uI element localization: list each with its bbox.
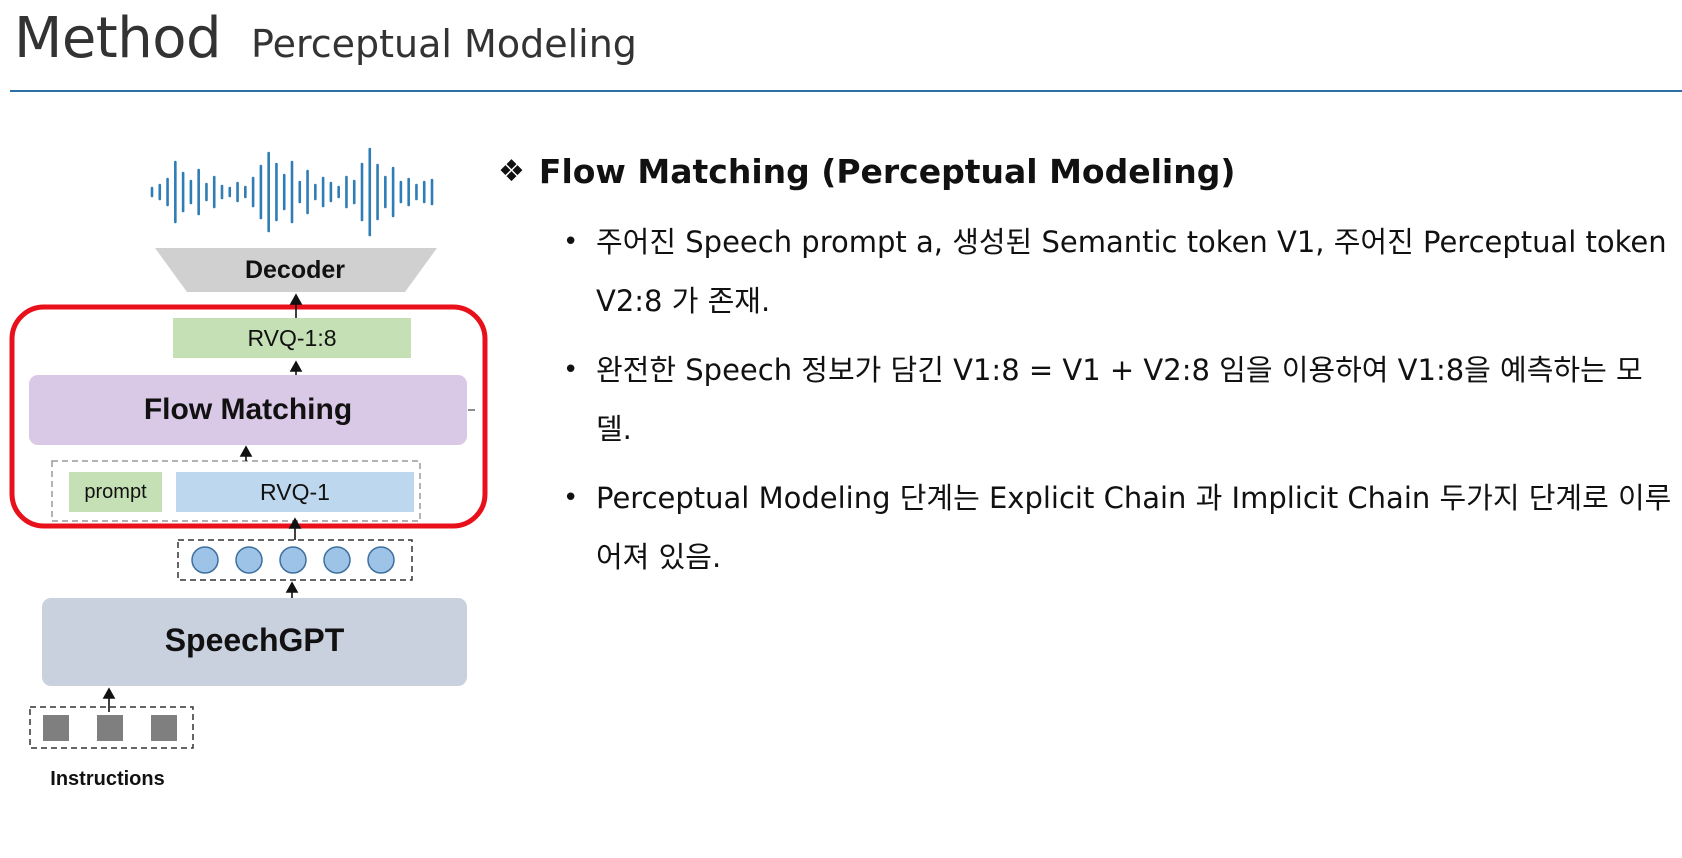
bullet-item: • Perceptual Modeling 단계는 Explicit Chain … <box>498 469 1678 587</box>
token-circle <box>367 546 395 574</box>
prompt-label: prompt <box>84 481 147 503</box>
section-heading: ❖ Flow Matching (Perceptual Modeling) <box>498 152 1678 191</box>
bullet-text: 주어진 Speech prompt a, 생성된 Semantic token … <box>596 225 1667 318</box>
rvq1-box <box>176 472 414 512</box>
instructions-label: Instructions <box>50 768 165 790</box>
highlight-box <box>9 304 488 529</box>
instruction-squares <box>43 715 177 741</box>
decoder-shape <box>155 248 437 292</box>
token-group-box <box>177 539 413 581</box>
flow-matching-label: Flow Matching <box>143 393 353 426</box>
speechgpt-box <box>42 598 467 686</box>
title-divider <box>10 90 1682 92</box>
speechgpt-label: SpeechGPT <box>164 622 345 658</box>
instruction-group-box <box>29 706 194 749</box>
bullet-list: • 주어진 Speech prompt a, 생성된 Semantic token… <box>498 213 1678 587</box>
prompt-box <box>69 472 162 512</box>
title-main: Method <box>14 6 222 71</box>
arrows <box>102 293 303 712</box>
waveform-icon <box>150 147 434 237</box>
rvq1-label: RVQ-1 <box>260 479 330 505</box>
token-circle <box>323 546 351 574</box>
token-circles <box>191 546 395 574</box>
bullet-item: • 주어진 Speech prompt a, 생성된 Semantic token… <box>498 213 1678 331</box>
token-circle <box>279 546 307 574</box>
instruction-square <box>43 715 69 741</box>
input-group-box <box>51 460 421 522</box>
bullet-text: Perceptual Modeling 단계는 Explicit Chain 과… <box>596 481 1672 574</box>
rvq-full-box <box>173 318 411 358</box>
bullet-text: 완전한 Speech 정보가 담긴 V1:8 = V1 + V2:8 임을 이용… <box>596 353 1643 446</box>
architecture-diagram: Decoder RVQ-1:8 Flow Matching prompt RVQ… <box>0 100 500 858</box>
diagram-graphics <box>9 147 488 749</box>
slide-title: Method Perceptual Modeling <box>14 6 637 71</box>
rvq-full-label: RVQ-1:8 <box>247 325 337 351</box>
title-subtitle: Perceptual Modeling <box>251 22 637 66</box>
diamond-bullet-icon: ❖ <box>498 154 525 189</box>
bullet-dot-icon: • <box>563 355 579 385</box>
decoder-label: Decoder <box>244 256 346 284</box>
flow-matching-box <box>29 375 467 445</box>
section-heading-text: Flow Matching (Perceptual Modeling) <box>538 152 1236 191</box>
instruction-square <box>151 715 177 741</box>
content-panel: ❖ Flow Matching (Perceptual Modeling) • 주… <box>498 152 1678 597</box>
bullet-dot-icon: • <box>563 227 579 257</box>
instruction-square <box>97 715 123 741</box>
bullet-item: • 완전한 Speech 정보가 담긴 V1:8 = V1 + V2:8 임을 이… <box>498 341 1678 459</box>
bullet-dot-icon: • <box>563 483 579 513</box>
token-circle <box>191 546 219 574</box>
token-circle <box>235 546 263 574</box>
